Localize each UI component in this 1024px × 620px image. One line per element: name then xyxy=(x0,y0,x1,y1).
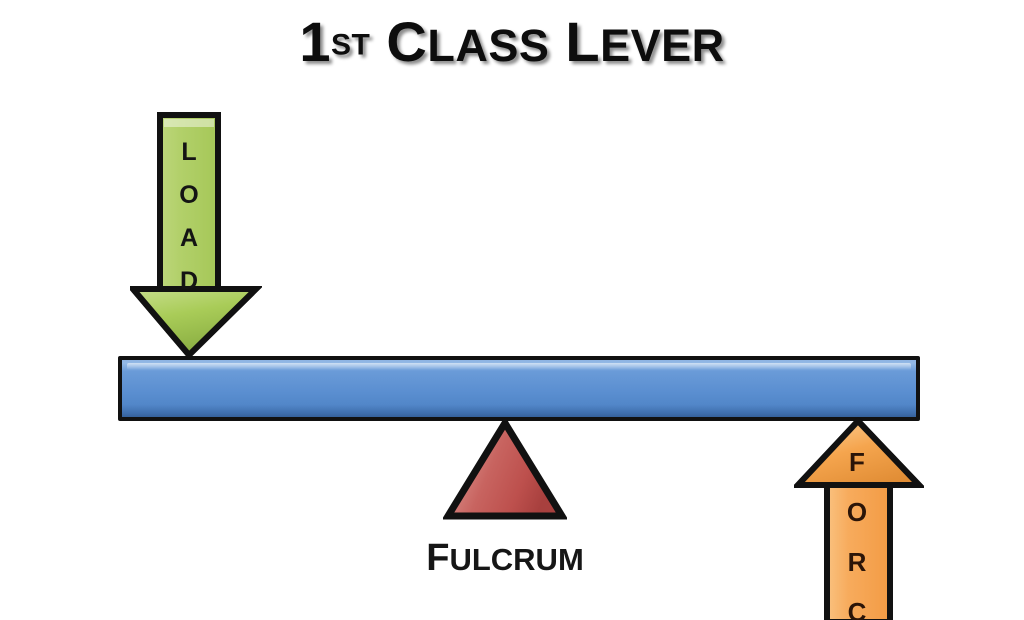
title-class-initial: C xyxy=(386,10,428,73)
title-ordinal-suffix: ST xyxy=(331,28,371,62)
fulcrum-triangle xyxy=(443,419,567,520)
title-class-rest: LASS xyxy=(427,20,550,71)
force-arrow-head xyxy=(794,417,924,488)
title-ordinal-number: 1 xyxy=(299,10,332,73)
fulcrum-shape xyxy=(443,419,567,520)
force-arrow xyxy=(794,417,924,620)
fulcrum-outline xyxy=(443,419,567,520)
title-lever-rest: EVER xyxy=(600,20,725,71)
load-arrow-top-highlight xyxy=(164,119,214,127)
fulcrum-label: FULCRUM xyxy=(375,539,635,577)
load-arrow xyxy=(130,112,262,360)
fulcrum-label-initial: F xyxy=(426,537,450,579)
fulcrum-label-rest: ULCRUM xyxy=(449,542,584,577)
load-arrow-shape xyxy=(130,112,262,360)
title-lever-initial: L xyxy=(565,10,601,73)
lever-beam xyxy=(118,356,920,421)
force-arrow-shape xyxy=(794,417,924,620)
load-arrow-head xyxy=(130,286,262,360)
